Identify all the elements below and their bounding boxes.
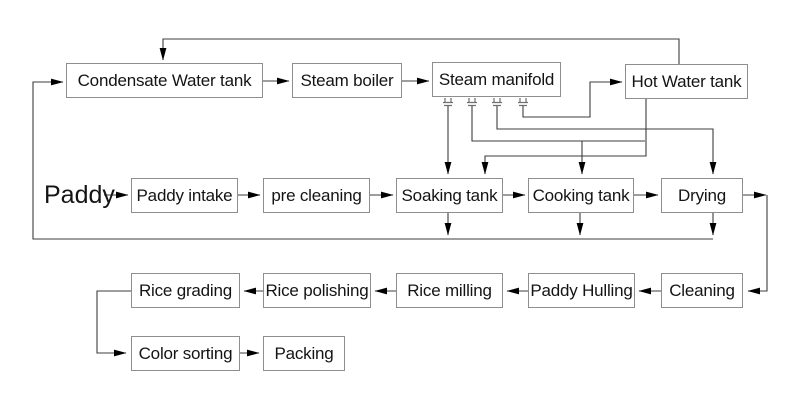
node-label: Steam boiler xyxy=(300,70,394,90)
edge-hot-water-to-soaking-tank xyxy=(481,99,647,175)
steam-valve-icon xyxy=(467,98,477,107)
edge-manifold-to-drying xyxy=(496,106,717,175)
node-paddy-intake: Paddy intake xyxy=(131,178,238,213)
steam-valve-icon xyxy=(518,98,528,107)
node-hot-water-tank: Hot Water tank xyxy=(625,64,748,99)
node-label: Rice milling xyxy=(407,280,492,300)
node-steam-manifold: Steam manifold xyxy=(432,62,561,97)
node-cleaning: Cleaning xyxy=(661,273,743,308)
node-label: Paddy intake xyxy=(136,185,233,205)
node-label: Soaking tank xyxy=(401,185,498,205)
node-label: Hot Water tank xyxy=(631,71,742,91)
node-label: Drying xyxy=(678,185,726,205)
paddy-source-label: Paddy xyxy=(44,181,115,209)
node-label: Cooking tank xyxy=(532,185,630,205)
node-rice-polishing: Rice polishing xyxy=(263,273,371,308)
node-label: pre cleaning xyxy=(271,185,362,205)
node-soaking-tank: Soaking tank xyxy=(396,178,503,213)
node-label: Color sorting xyxy=(138,343,233,363)
node-condensate-water-tank: Condensate Water tank xyxy=(66,63,263,98)
node-label: Condensate Water tank xyxy=(77,70,252,90)
node-drying: Drying xyxy=(661,178,743,213)
node-label: Rice polishing xyxy=(265,280,369,300)
edge-drying-to-cleaning xyxy=(747,195,768,295)
node-label: Paddy Hulling xyxy=(530,280,633,300)
node-rice-milling: Rice milling xyxy=(396,273,503,308)
steam-valve-icon xyxy=(492,98,502,107)
node-rice-grading: Rice grading xyxy=(131,273,240,308)
node-label: Packing xyxy=(274,343,334,363)
node-cooking-tank: Cooking tank xyxy=(528,178,634,213)
node-color-sorting: Color sorting xyxy=(131,336,240,371)
edge-manifold-to-cooking-tank-run xyxy=(471,106,645,142)
node-steam-boiler: Steam boiler xyxy=(292,63,402,98)
node-label: Cleaning xyxy=(669,280,735,300)
node-packing: Packing xyxy=(263,336,345,371)
edge-grading-to-color-sorting xyxy=(96,290,131,357)
node-paddy-hulling: Paddy Hulling xyxy=(528,273,635,308)
edge-hot-water-to-condensate-tank xyxy=(159,38,680,64)
edge-condensate-collection-main xyxy=(32,78,713,240)
node-label: Rice grading xyxy=(138,280,233,300)
steam-valve-icon xyxy=(443,98,453,107)
node-label: Steam manifold xyxy=(438,69,555,89)
node-pre-cleaning: pre cleaning xyxy=(263,178,370,213)
edge-manifold-to-hot-water-tank xyxy=(522,78,623,118)
